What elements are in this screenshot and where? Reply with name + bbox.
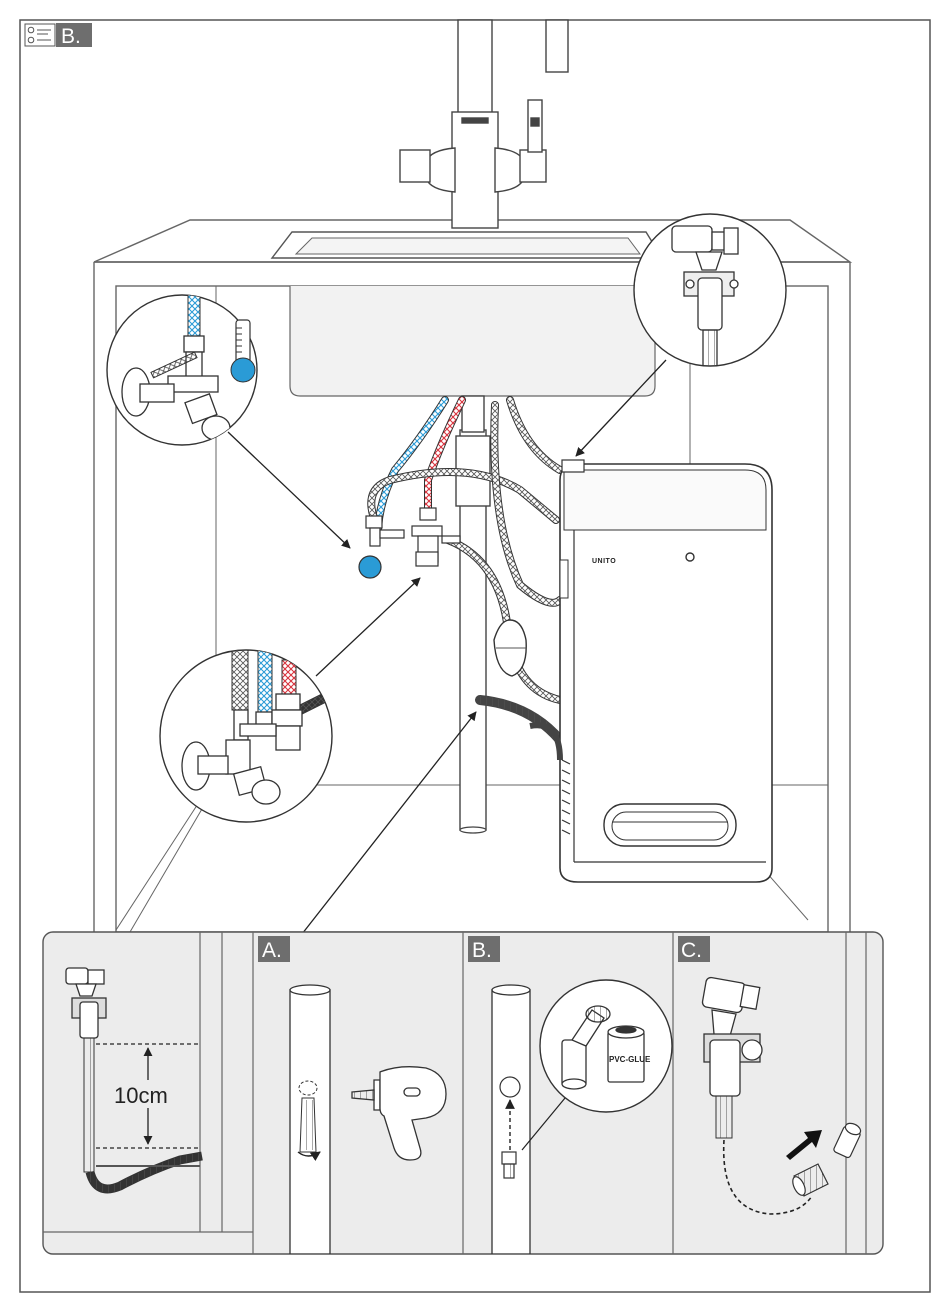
dimension-label: 10cm — [114, 1083, 168, 1108]
unit-brand: UNITO — [592, 558, 616, 565]
step-b-badge: B. — [472, 939, 492, 962]
glue-label: PVC-GLUE — [609, 1055, 651, 1064]
drain-pipe — [456, 396, 490, 833]
sink-basin — [272, 232, 662, 396]
step-badge-label: B. — [61, 25, 81, 48]
step-c-badge: C. — [681, 939, 702, 962]
checklist-icon — [25, 24, 55, 46]
detail-panel: 10cm A. — [43, 932, 883, 1254]
water-unit: UNITO — [530, 460, 772, 882]
step-badge: B. — [56, 23, 92, 48]
step-a-badge: A. — [262, 939, 282, 962]
